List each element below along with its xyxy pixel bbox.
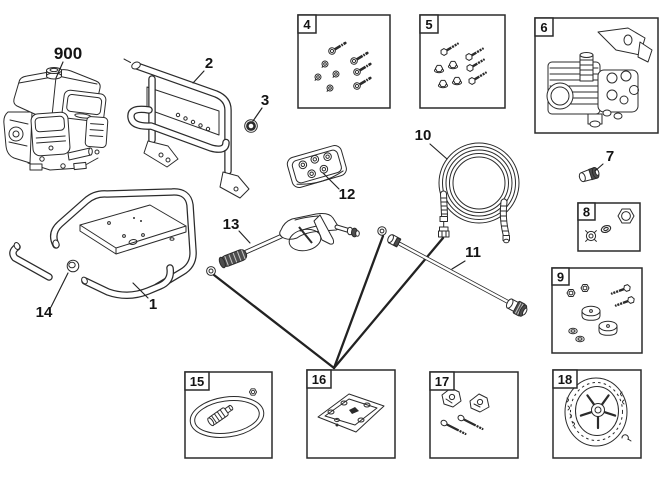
leader-gun-oring-to-kit16 xyxy=(212,273,336,370)
kit9-number: 9 xyxy=(557,269,564,284)
spray-gun-illustration xyxy=(206,213,360,276)
leader-cap xyxy=(50,272,69,308)
kit5-number: 5 xyxy=(425,17,432,32)
gun-oring xyxy=(206,266,216,276)
kit16-number: 16 xyxy=(312,372,326,387)
pump-box: 6 xyxy=(534,17,659,134)
kit-box-8: 8 xyxy=(577,202,641,252)
kit4-number: 4 xyxy=(303,17,311,32)
leader-hose-end-to-kit16 xyxy=(332,236,445,370)
leader-knob xyxy=(252,107,263,122)
callout-label-nozzles: 12 xyxy=(339,186,356,203)
kit-box-16: 16 xyxy=(306,369,396,459)
nozzle-tray-illustration xyxy=(286,145,347,188)
kit17-number: 17 xyxy=(435,374,449,389)
knob-illustration xyxy=(244,119,258,133)
leader-gun xyxy=(238,230,251,244)
leader-wand-oring-to-kit16 xyxy=(332,234,385,370)
kit-box-15: 15 xyxy=(184,371,273,459)
pump-number: 6 xyxy=(540,20,547,35)
callout-label-knob: 3 xyxy=(261,92,269,109)
kit15-number: 15 xyxy=(190,374,204,389)
kit8-number: 8 xyxy=(583,204,590,219)
wand-oring xyxy=(377,226,387,236)
adapter-fitting-illustration xyxy=(578,167,600,183)
frame-illustration xyxy=(9,188,197,299)
wheel-number: 18 xyxy=(558,372,572,387)
leader-handle xyxy=(192,70,205,84)
kit-box-9: 9 xyxy=(551,267,643,354)
leader-nozzles xyxy=(322,172,340,190)
wheel-box: 18 xyxy=(552,369,642,459)
spray-wand-illustration xyxy=(377,226,528,317)
callout-label-adapter: 7 xyxy=(606,148,614,165)
callout-label-gun: 13 xyxy=(223,216,240,233)
callout-label-wand: 11 xyxy=(465,244,481,261)
callout-label-hose: 10 xyxy=(415,127,432,144)
leader-hose xyxy=(429,143,448,160)
callout-label-handle: 2 xyxy=(205,55,213,72)
kit4-box-outline xyxy=(297,14,391,109)
kit-box-17: 17 xyxy=(429,371,519,459)
kit-box-5: 5 xyxy=(419,14,506,109)
leader-engine xyxy=(55,61,64,79)
callout-label-cap: 14 xyxy=(36,304,53,321)
kit-box-4: 4 xyxy=(297,14,391,109)
leader-wand xyxy=(451,260,466,270)
leader-frame xyxy=(132,282,149,299)
callout-label-engine: 900 xyxy=(54,44,82,63)
leader-adapter xyxy=(594,163,604,172)
handle-illustration xyxy=(123,58,250,199)
engine-illustration xyxy=(3,67,109,171)
hose-illustration xyxy=(438,142,520,244)
callout-label-frame: 1 xyxy=(149,296,157,313)
